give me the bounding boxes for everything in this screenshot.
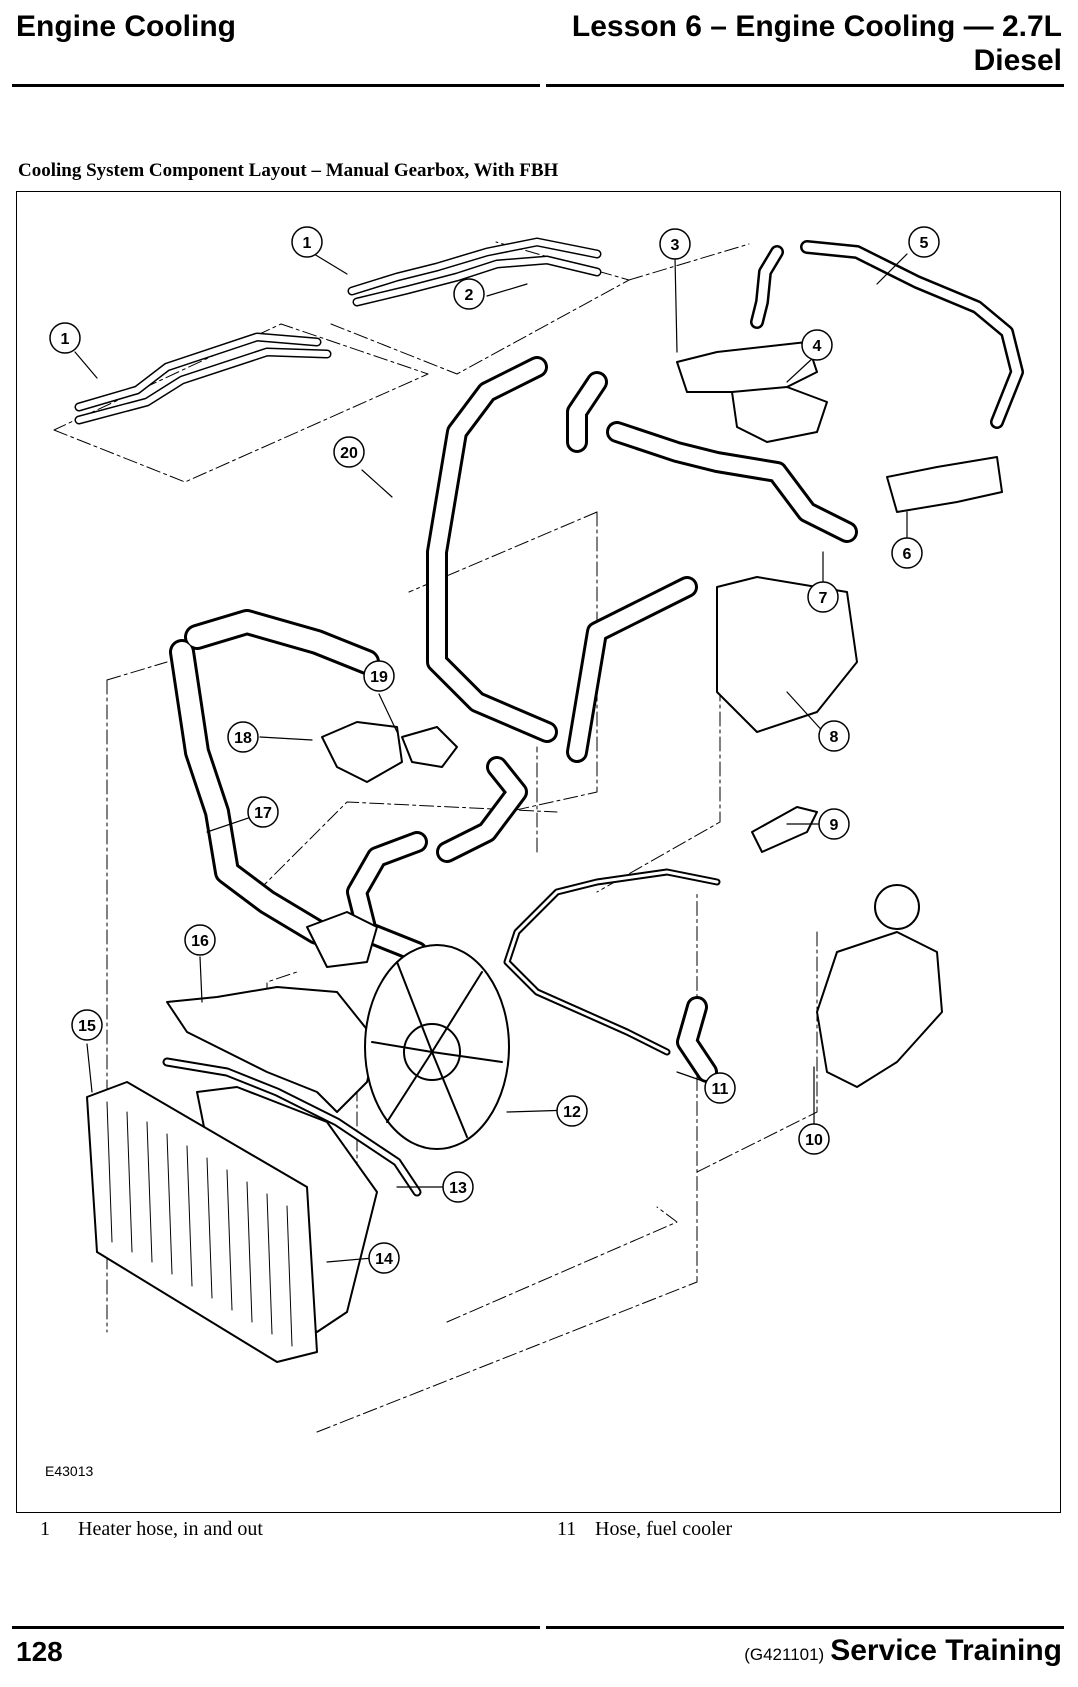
- svg-text:18: 18: [234, 730, 252, 747]
- cooling-diagram: 1 1 2 3 4 5 6 7 8 9 10 11 12 13 14 15 16…: [16, 191, 1061, 1513]
- legend-item-number: 1: [40, 1518, 50, 1540]
- svg-text:8: 8: [830, 729, 839, 746]
- callout-10: 10: [798, 1123, 830, 1155]
- callout-15: 15: [71, 1009, 103, 1041]
- callout-3: 3: [659, 228, 691, 260]
- svg-text:1: 1: [303, 235, 312, 252]
- callout-7: 7: [807, 581, 839, 613]
- svg-text:3: 3: [671, 237, 680, 254]
- callout-9: 9: [818, 808, 850, 840]
- callout-17: 17: [247, 796, 279, 828]
- svg-text:7: 7: [819, 590, 828, 607]
- callout-11: 11: [704, 1072, 736, 1104]
- svg-text:12: 12: [563, 1104, 581, 1121]
- svg-text:9: 9: [830, 817, 839, 834]
- footer-rule-left: [12, 1626, 540, 1629]
- callout-8: 8: [818, 720, 850, 752]
- svg-text:6: 6: [903, 546, 912, 563]
- callout-1b: 1: [49, 322, 81, 354]
- brand-name: Service Training: [830, 1634, 1062, 1667]
- callout-12: 12: [556, 1095, 588, 1127]
- svg-text:19: 19: [370, 669, 388, 686]
- legend-item-text: Hose, fuel cooler: [595, 1518, 733, 1540]
- footer-rule-right: [546, 1626, 1064, 1629]
- svg-text:17: 17: [254, 805, 272, 822]
- header-rule-right: [546, 84, 1064, 87]
- doc-code: (G421101): [744, 1645, 825, 1664]
- callout-5: 5: [908, 226, 940, 258]
- callout-1a: 1: [291, 226, 323, 258]
- callout-18: 18: [227, 721, 259, 753]
- header-right-title: Lesson 6 – Engine Cooling — 2.7L Diesel: [502, 10, 1062, 78]
- svg-text:10: 10: [805, 1132, 823, 1149]
- callout-13: 13: [442, 1171, 474, 1203]
- svg-text:2: 2: [465, 287, 474, 304]
- footer-brand: (G421101) Service Training: [744, 1634, 1062, 1668]
- callout-4: 4: [801, 329, 833, 361]
- svg-text:11: 11: [712, 1081, 729, 1098]
- legend-item: 11 Hose, fuel cooler: [557, 1518, 732, 1541]
- legend-item: 1 Heater hose, in and out: [40, 1518, 263, 1541]
- header-rule-left: [12, 84, 540, 87]
- header-right-line2: Diesel: [973, 44, 1062, 77]
- page-number: 128: [16, 1636, 63, 1667]
- svg-text:4: 4: [813, 338, 822, 355]
- figure-id: E43013: [45, 1463, 94, 1479]
- svg-text:5: 5: [920, 235, 929, 252]
- svg-text:1: 1: [61, 331, 70, 348]
- callout-6: 6: [891, 537, 923, 569]
- callout-19: 19: [363, 660, 395, 692]
- callout-2: 2: [453, 278, 485, 310]
- callout-16: 16: [184, 924, 216, 956]
- svg-text:13: 13: [449, 1180, 467, 1197]
- svg-text:14: 14: [375, 1251, 393, 1268]
- svg-text:16: 16: [191, 933, 209, 950]
- svg-text:20: 20: [340, 445, 358, 462]
- callout-20: 20: [333, 436, 365, 468]
- header-right-line1: Lesson 6 – Engine Cooling — 2.7L: [571, 10, 1062, 43]
- legend-item-number: 11: [557, 1518, 577, 1540]
- legend-item-text: Heater hose, in and out: [78, 1518, 263, 1540]
- figure-caption: Cooling System Component Layout – Manual…: [18, 160, 559, 181]
- diagram-drawing: 1 1 2 3 4 5 6 7 8 9 10 11 12 13 14 15 16…: [49, 226, 1024, 1433]
- header-left-title: Engine Cooling: [16, 10, 236, 43]
- svg-text:15: 15: [78, 1018, 96, 1035]
- callout-14: 14: [368, 1242, 400, 1274]
